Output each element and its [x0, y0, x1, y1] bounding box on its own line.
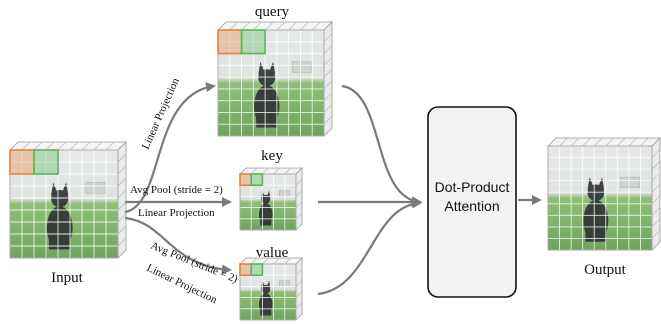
block-right-face [323, 21, 333, 137]
output-label: Output [584, 262, 627, 278]
key-label: key [261, 148, 283, 164]
arrow-input-to-query [124, 82, 216, 214]
attention-label-line1: Dot-Product [435, 179, 510, 195]
orange-patch [217, 29, 243, 55]
query-image-block [217, 21, 333, 137]
dot-product-attention-box: Dot-Product Attention [427, 106, 517, 298]
orange-patch [9, 149, 35, 175]
attention-label-line2: Attention [444, 198, 499, 214]
green-patch [240, 29, 266, 55]
arrows [124, 82, 542, 296]
arrow-query-to-attention [341, 84, 422, 207]
orange-patch [239, 173, 252, 186]
input-image-block [9, 141, 127, 259]
green-patch [250, 173, 264, 186]
green-patch [33, 149, 59, 175]
output-image-block [547, 137, 661, 251]
key-image-block [239, 167, 303, 231]
key-edge-label-top: Avg Pool (stride = 2) [130, 184, 223, 196]
query-label: query [255, 4, 290, 20]
green-patch [250, 263, 264, 276]
block-top-face [239, 167, 303, 175]
block-top-face [547, 137, 661, 147]
input-label: Input [51, 270, 83, 286]
block-right-face [295, 167, 303, 231]
block-top-face [217, 21, 333, 31]
arrow-value-to-attention [317, 198, 422, 296]
block-top-face [9, 141, 127, 151]
block-right-face [295, 257, 303, 321]
key-edge-label-bottom: Linear Projection [138, 207, 215, 219]
value-label: value [256, 245, 289, 261]
block-right-face [117, 141, 127, 259]
orange-patch [239, 263, 252, 276]
arrow-input-to-value [124, 216, 232, 275]
block-right-face [651, 137, 661, 251]
value-image-block [239, 257, 303, 321]
